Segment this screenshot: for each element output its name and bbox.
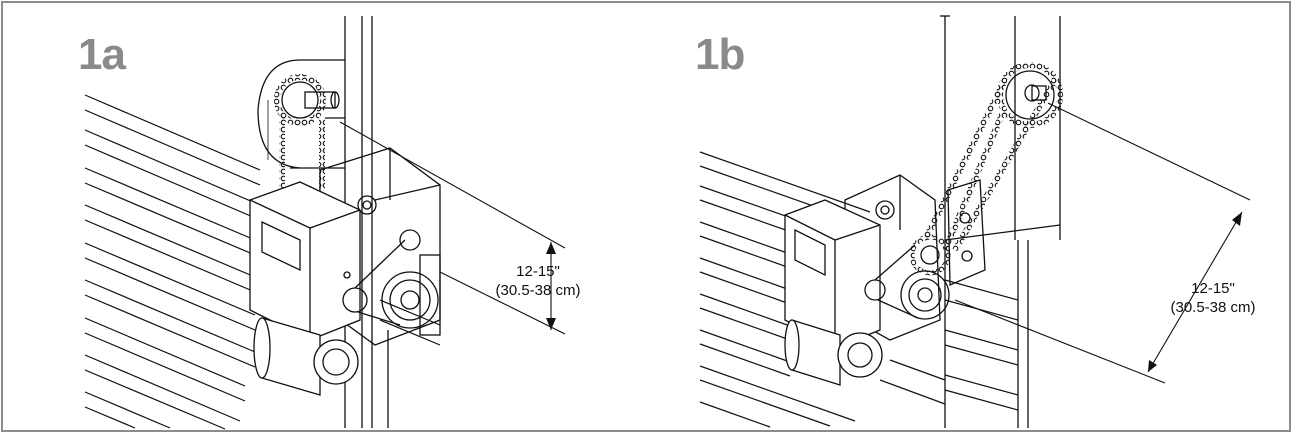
door-slats-1b [699, 151, 1019, 428]
motor-1a [253, 317, 359, 396]
motor-1b [784, 319, 883, 386]
panel-label-1b: 1b [695, 30, 745, 79]
drive-chain-1a [279, 115, 325, 190]
panel-1b-drawing [699, 15, 1251, 428]
dimension-1b [954, 102, 1251, 384]
control-box-1a [249, 181, 361, 341]
dimension-1a [339, 121, 566, 335]
panel-label-1a: 1a [78, 30, 126, 79]
drive-chain-1b [922, 78, 1058, 252]
dimension-1a-cm: (30.5-38 cm) [495, 282, 580, 299]
belt-pulleys-1a [342, 229, 441, 336]
control-box-1b [784, 199, 881, 349]
belt-pulleys-1b [864, 244, 950, 320]
dimension-1a-inches: 12-15" [516, 263, 560, 280]
door-slats-1a [84, 94, 441, 430]
driven-sprocket-1a [274, 74, 345, 126]
dimension-1b-cm: (30.5-38 cm) [1170, 299, 1255, 316]
dimension-1b-inches: 12-15" [1191, 280, 1235, 297]
drive-sprocket-1b [909, 234, 951, 276]
panel-1a-drawing [84, 16, 566, 430]
driven-sprocket-1b [997, 62, 1063, 128]
